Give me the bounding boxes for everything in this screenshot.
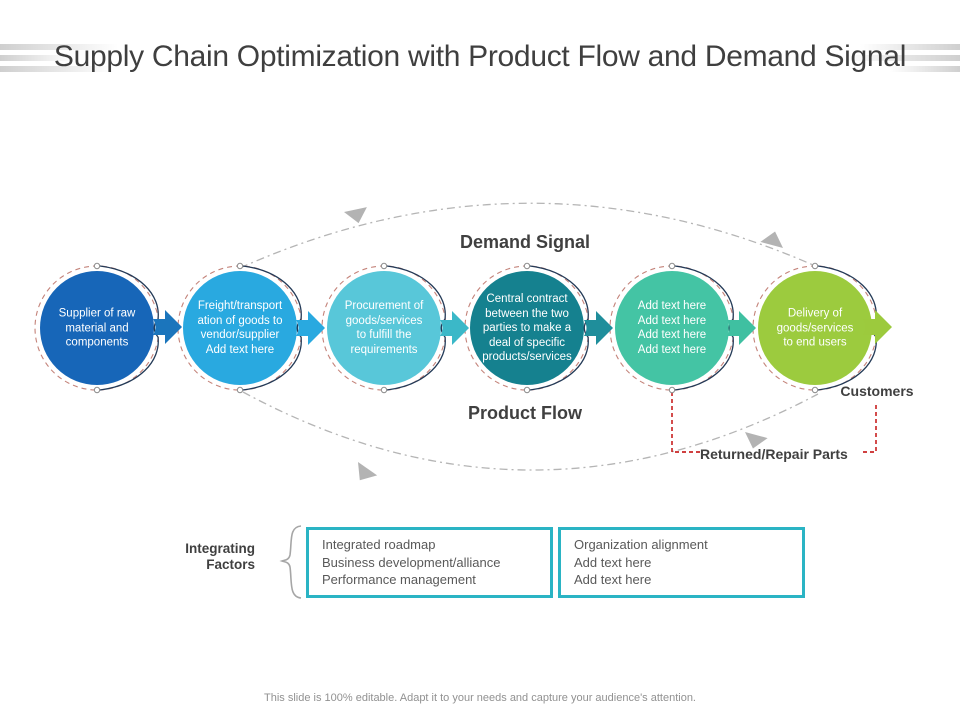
flow-arrows (153, 310, 892, 345)
title-stripe-left-3 (0, 66, 115, 72)
circle-label-procurement: Procurement of goods/services to fulfill… (344, 300, 424, 356)
handle-dot-top (236, 262, 244, 270)
handle-dot-bottom (523, 386, 531, 394)
orbit-arrowhead-top-left (344, 207, 367, 224)
footer-note: This slide is 100% editable. Adapt it to… (264, 692, 696, 704)
title-stripe-left-1 (0, 44, 118, 50)
orbit-arrowhead-top-right (760, 231, 783, 248)
handle-dot-bottom (380, 386, 388, 394)
handle-dot-bottom (668, 386, 676, 394)
arrow-5-icon (727, 311, 756, 345)
circle-fill (40, 271, 154, 385)
arrow-4-icon (584, 311, 613, 345)
arrow-1-icon (153, 310, 182, 344)
demand-signal-arc (239, 202, 814, 269)
product-flow-label: Product Flow (468, 403, 582, 423)
handle-dot-top (93, 262, 101, 270)
circle-fill (183, 271, 297, 385)
handle-dot-top (380, 262, 388, 270)
handle-dot-bottom (811, 386, 819, 394)
integrating-factors-label: Integrating Factors (185, 541, 255, 572)
title-stripe-right-3 (890, 66, 960, 72)
circle-fill (758, 271, 872, 385)
title-stripe-left-2 (0, 55, 72, 61)
circle-fill (327, 271, 441, 385)
product-flow-arc (242, 391, 819, 471)
arrow-2-icon (296, 311, 325, 345)
title-stripe-right-1 (860, 44, 960, 50)
circle-label-supplier: Supplier of raw material and components (58, 307, 136, 349)
slide-title: Supply Chain Optimization with Product F… (53, 40, 907, 73)
flow-circle-supplier[interactable] (34, 262, 160, 394)
returned-repair-parts-label: Returned/Repair Parts (700, 446, 848, 462)
circle-accent-arc (386, 265, 446, 391)
circle-accent-arc (674, 265, 734, 391)
handle-dot-top (668, 262, 676, 270)
title-stripe-right-2 (842, 55, 960, 61)
orbit-arrowhead-bottom-left (358, 462, 378, 481)
handle-dot-bottom (236, 386, 244, 394)
circle-accent-arc (529, 265, 589, 391)
handle-dot-top (523, 262, 531, 270)
demand-signal-label: Demand Signal (459, 232, 591, 252)
circle-fill (615, 271, 729, 385)
arrow-3-icon (440, 311, 469, 345)
handle-dot-top (811, 262, 819, 270)
returned-parts-connector-left (671, 392, 700, 453)
circle-accent-arc (242, 265, 302, 391)
factor-box-roadmap[interactable]: Integrated roadmap Business development/… (306, 527, 553, 598)
circle-label-addtext: Add text here Add text here Add text her… (637, 300, 707, 356)
factor-box-alignment[interactable]: Organization alignment Add text here Add… (558, 527, 805, 598)
circle-fill (470, 271, 584, 385)
circle-label-contract: Central contract between the two parties… (482, 292, 572, 363)
circle-accent-arc (99, 265, 159, 391)
integrating-factors-brace (279, 525, 302, 599)
circle-label-delivery: Delivery of goods/services to end users (776, 307, 854, 349)
arrow-6-icon (863, 310, 892, 344)
circle-label-freight: Freight/transport ation of goods to vend… (197, 300, 283, 356)
returned-parts-connector-right (860, 405, 877, 453)
handle-dot-bottom (93, 386, 101, 394)
orbit-arrowhead-bottom-right (745, 432, 768, 449)
customers-label: Customers (840, 383, 914, 399)
